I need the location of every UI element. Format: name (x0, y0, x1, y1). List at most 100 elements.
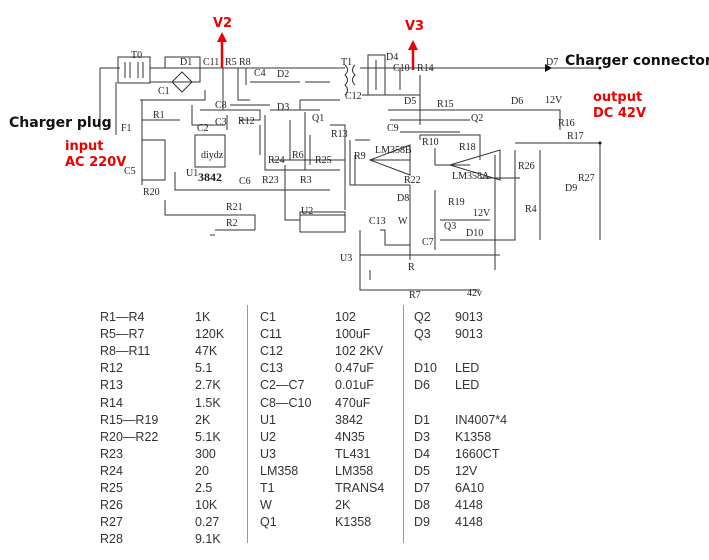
component-value: IN4007*4 (455, 412, 508, 427)
component-label: C8 (215, 100, 227, 111)
component-name: U3 (260, 446, 276, 461)
component-value: TL431 (335, 446, 371, 461)
component-label: R26 (518, 161, 535, 172)
component-name: R20—R22 (100, 429, 159, 444)
component-label: C7 (422, 237, 434, 248)
component-label: R8 (239, 57, 251, 68)
component-name: D5 (414, 463, 430, 478)
output-voltage-label: DC 42V (593, 106, 646, 121)
v2-label: V2 (213, 16, 232, 31)
component-label: LM358B (375, 145, 412, 156)
component-name: D1 (414, 412, 430, 427)
component-value: 20 (195, 463, 209, 478)
component-name: Q3 (414, 327, 431, 342)
component-name: D6 (414, 378, 430, 393)
component-name: C8—C10 (260, 395, 312, 410)
component-label: T1 (341, 57, 352, 68)
component-value: 120K (195, 327, 225, 342)
component-label: R22 (404, 175, 421, 186)
component-label: C12 (345, 91, 362, 102)
component-value: 5.1 (195, 361, 213, 376)
component-value: 0.27 (195, 515, 220, 530)
component-name: W (260, 498, 272, 513)
component-label: Q1 (312, 113, 324, 124)
component-label: 12V (545, 95, 563, 106)
optocoupler-u2 (299, 211, 346, 233)
component-label: Q2 (471, 113, 483, 124)
component-label: R4 (525, 204, 537, 215)
component-label: R12 (238, 116, 255, 127)
component-name: D9 (414, 515, 430, 530)
component-label: C11 (203, 57, 219, 68)
component-label: R3 (300, 175, 312, 186)
component-name: T1 (260, 481, 275, 495)
component-label: R23 (262, 175, 279, 186)
component-label: C1 (158, 86, 170, 97)
component-value: LED (455, 361, 480, 376)
component-value: 2K (195, 412, 211, 427)
component-label: D8 (397, 193, 409, 204)
component-label: R17 (567, 131, 584, 142)
component-label: R6 (292, 150, 304, 161)
transformer-t0 (117, 56, 151, 84)
component-value: LED (455, 378, 480, 393)
input-label: input (65, 139, 104, 154)
component-label: R (408, 262, 415, 273)
component-label: diydz (201, 150, 224, 161)
component-value: 6A10 (455, 481, 485, 495)
component-label: U3 (340, 253, 352, 264)
component-value: 2K (335, 498, 351, 513)
component-label: R14 (417, 63, 434, 74)
component-name: Q2 (414, 310, 431, 324)
component-label: R5 (225, 57, 237, 68)
component-label: U2 (301, 206, 313, 217)
component-name: R13 (100, 378, 123, 393)
component-label: Q3 (444, 221, 456, 232)
component-value: 9013 (455, 327, 483, 342)
component-label: D9 (565, 183, 577, 194)
component-value: 47K (195, 344, 218, 359)
component-name: C11 (260, 327, 283, 342)
component-value: TRANS4 (335, 481, 385, 495)
component-name: R23 (100, 446, 123, 461)
component-name: R1—R4 (100, 310, 145, 324)
component-label: 42v (467, 288, 482, 299)
component-name: D10 (414, 361, 437, 376)
component-label: 12V (473, 208, 491, 219)
charger-plug-label: Charger plug (9, 115, 112, 131)
component-value: 12V (455, 463, 478, 478)
component-label: R16 (558, 118, 575, 129)
component-label: R25 (315, 155, 332, 166)
component-label: R1 (153, 110, 165, 121)
component-name: D8 (414, 498, 430, 513)
component-value: 0.47uF (335, 361, 374, 376)
component-label: W (398, 216, 408, 227)
component-value: K1358 (455, 429, 492, 444)
component-name: R14 (100, 395, 123, 410)
component-name: R24 (100, 463, 123, 478)
component-name: D7 (414, 481, 430, 495)
component-label: R20 (143, 187, 160, 198)
component-value: 100uF (335, 327, 371, 342)
component-value: LM358 (335, 463, 374, 478)
input-voltage-label: AC 220V (65, 155, 126, 170)
component-value: 9.1K (195, 532, 221, 547)
component-value: 4148 (455, 515, 483, 530)
component-value: 1660CT (455, 446, 500, 461)
table-divider (403, 305, 404, 543)
component-name: R15—R19 (100, 412, 159, 427)
component-labels: T0 D1 C11 R5 R8 C4 T1 D4 C10 R14 D7 C1 D… (121, 50, 595, 300)
table-divider (247, 305, 248, 543)
component-value: 1K (195, 310, 211, 324)
component-name: LM358 (260, 463, 299, 478)
symbols (117, 54, 602, 233)
component-name: R26 (100, 498, 123, 513)
component-label: C4 (254, 68, 266, 79)
component-label: D2 (277, 69, 289, 80)
component-value: 470uF (335, 395, 371, 410)
component-label: C10 (393, 63, 410, 74)
component-name: R8—R11 (100, 344, 151, 359)
component-label: C9 (387, 123, 399, 134)
v3-label: V3 (405, 19, 424, 34)
bridge-rectifier-d1 (171, 71, 193, 93)
